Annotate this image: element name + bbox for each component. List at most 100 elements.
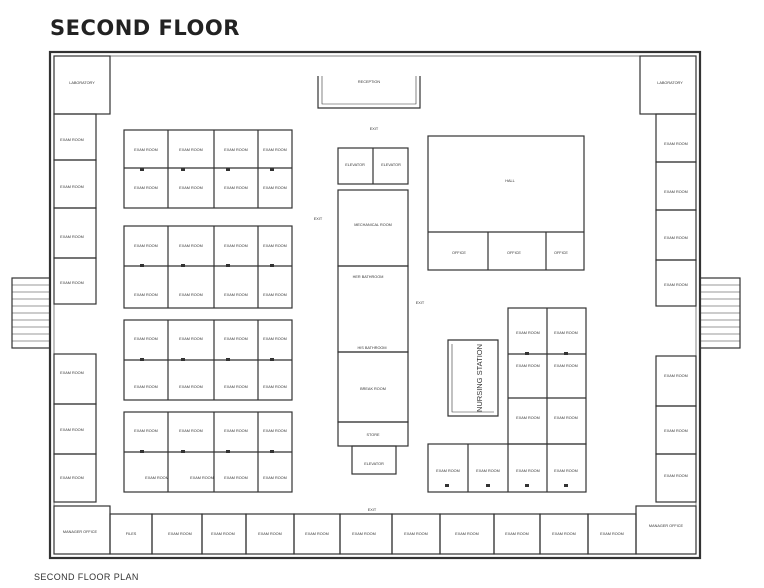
exam-room-label: EXAM ROOM bbox=[134, 337, 158, 341]
exam-room-label: EXAM ROOM bbox=[263, 337, 287, 341]
exam-room-label: EXAM ROOM bbox=[179, 244, 203, 248]
files-label: FILES bbox=[126, 532, 137, 536]
exam-room-label: EXAM ROOM bbox=[436, 469, 460, 473]
exam-room-label: EXAM ROOM bbox=[145, 476, 169, 480]
exam-room-label: EXAM ROOM bbox=[263, 385, 287, 389]
office-label: OFFICE bbox=[452, 251, 466, 255]
exam-room-label: EXAM ROOM bbox=[263, 148, 287, 152]
his-bathroom-label: HIS BATHROOM bbox=[357, 346, 386, 350]
exam-room-label: EXAM ROOM bbox=[179, 337, 203, 341]
office-label: OFFICE bbox=[554, 251, 568, 255]
elevator-label: ELEVATOR bbox=[364, 462, 384, 466]
exam-room-label: EXAM ROOM bbox=[134, 244, 158, 248]
exam-room-label: EXAM ROOM bbox=[554, 416, 578, 420]
exam-room-label: EXAM ROOM bbox=[258, 532, 282, 536]
elevator-label: ELEVATOR bbox=[381, 163, 401, 167]
stairs-left bbox=[11, 277, 51, 349]
exam-room-label: EXAM ROOM bbox=[664, 283, 688, 287]
exam-room-label: EXAM ROOM bbox=[224, 429, 248, 433]
exam-room-label: EXAM ROOM bbox=[664, 236, 688, 240]
exam-room-label: EXAM ROOM bbox=[224, 244, 248, 248]
left-wing bbox=[53, 55, 111, 555]
exam-room-label: EXAM ROOM bbox=[190, 476, 214, 480]
exam-room-label: EXAM ROOM bbox=[664, 374, 688, 378]
exam-room-label: EXAM ROOM bbox=[263, 429, 287, 433]
manager-office-left-label: MANAGER OFFICE bbox=[63, 530, 98, 534]
office-label: OFFICE bbox=[507, 251, 521, 255]
door-marks bbox=[140, 168, 568, 487]
exam-room-label: EXAM ROOM bbox=[179, 186, 203, 190]
exam-room-label: EXAM ROOM bbox=[224, 476, 248, 480]
exam-room-label: EXAM ROOM bbox=[134, 385, 158, 389]
exam-room-label: EXAM ROOM bbox=[60, 281, 84, 285]
mechanical-room-label: MECHANICAL ROOM bbox=[354, 223, 392, 227]
exit-marker: EXIT bbox=[314, 217, 323, 221]
central-core bbox=[337, 147, 409, 475]
manager-office-right-label: MANAGER OFFICE bbox=[649, 524, 684, 528]
exam-room-label: EXAM ROOM bbox=[224, 337, 248, 341]
lab-left-label: LABORATORY bbox=[69, 81, 95, 85]
exam-room-label: EXAM ROOM bbox=[134, 293, 158, 297]
exam-room-label: EXAM ROOM bbox=[664, 474, 688, 478]
exam-room-label: EXAM ROOM bbox=[505, 532, 529, 536]
exam-room-label: EXAM ROOM bbox=[224, 186, 248, 190]
exam-room-label: EXAM ROOM bbox=[60, 428, 84, 432]
exam-cluster-4 bbox=[123, 411, 293, 493]
exam-room-label: EXAM ROOM bbox=[179, 293, 203, 297]
exam-room-label: EXAM ROOM bbox=[179, 385, 203, 389]
exit-marker: EXIT bbox=[416, 301, 425, 305]
exam-room-label: EXAM ROOM bbox=[224, 148, 248, 152]
exam-room-label: EXAM ROOM bbox=[476, 469, 500, 473]
exam-room-label: EXAM ROOM bbox=[168, 532, 192, 536]
exam-room-label: EXAM ROOM bbox=[134, 429, 158, 433]
hall-label: HALL bbox=[505, 179, 515, 183]
exam-room-label: EXAM ROOM bbox=[516, 331, 540, 335]
exam-room-label: EXAM ROOM bbox=[554, 364, 578, 368]
exit-marker: EXIT bbox=[368, 508, 377, 512]
exam-room-label: EXAM ROOM bbox=[263, 476, 287, 480]
reception-label: RECEPTION bbox=[358, 80, 380, 84]
floor-plan-caption: SECOND FLOOR PLAN bbox=[34, 572, 139, 582]
exam-room-label: EXAM ROOM bbox=[263, 293, 287, 297]
bottom-row bbox=[109, 513, 637, 555]
exam-room-label: EXAM ROOM bbox=[134, 186, 158, 190]
stairs-right bbox=[699, 277, 741, 349]
reception-desk bbox=[317, 76, 421, 109]
exam-room-label: EXAM ROOM bbox=[179, 148, 203, 152]
exam-room-label: EXAM ROOM bbox=[211, 532, 235, 536]
exam-room-label: EXAM ROOM bbox=[516, 364, 540, 368]
exam-room-label: EXAM ROOM bbox=[60, 371, 84, 375]
hall-block bbox=[427, 135, 585, 271]
exam-room-label: EXAM ROOM bbox=[554, 469, 578, 473]
exam-room-label: EXAM ROOM bbox=[224, 385, 248, 389]
exit-marker: EXIT bbox=[370, 127, 379, 131]
floor-plan-title: SECOND FLOOR bbox=[50, 16, 240, 40]
exam-room-label: EXAM ROOM bbox=[305, 532, 329, 536]
exam-room-label: EXAM ROOM bbox=[600, 532, 624, 536]
exam-room-label: EXAM ROOM bbox=[263, 186, 287, 190]
break-room-label: BREAK ROOM bbox=[360, 387, 386, 391]
right-wing bbox=[635, 55, 697, 555]
exam-room-label: EXAM ROOM bbox=[404, 532, 428, 536]
exam-room-label: EXAM ROOM bbox=[455, 532, 479, 536]
exam-room-label: EXAM ROOM bbox=[664, 429, 688, 433]
exam-room-label: EXAM ROOM bbox=[664, 142, 688, 146]
exam-cluster-3 bbox=[123, 319, 293, 401]
nursing-station bbox=[447, 339, 499, 417]
exam-room-label: EXAM ROOM bbox=[554, 331, 578, 335]
exam-room-label: EXAM ROOM bbox=[224, 293, 248, 297]
exam-room-label: EXAM ROOM bbox=[263, 244, 287, 248]
lab-right-label: LABORATORY bbox=[657, 81, 683, 85]
her-bathroom-label: HER BATHROOM bbox=[353, 275, 384, 279]
exam-room-label: EXAM ROOM bbox=[352, 532, 376, 536]
exam-room-label: EXAM ROOM bbox=[60, 185, 84, 189]
storage-label: STORE bbox=[366, 433, 379, 437]
exam-cluster-1 bbox=[123, 129, 293, 209]
exam-room-label: EXAM ROOM bbox=[664, 190, 688, 194]
elevator-label: ELEVATOR bbox=[345, 163, 365, 167]
exam-room-label: EXAM ROOM bbox=[60, 476, 84, 480]
nursing-station-label: NURSING STATION bbox=[475, 344, 484, 412]
exam-room-label: EXAM ROOM bbox=[516, 416, 540, 420]
exam-room-label: EXAM ROOM bbox=[60, 138, 84, 142]
